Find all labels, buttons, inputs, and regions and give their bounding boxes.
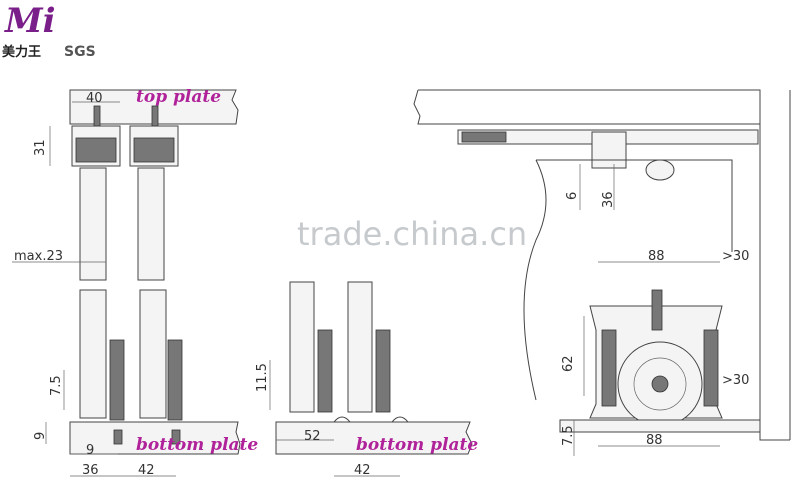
dim-bottom-plate-thick: 9	[33, 432, 48, 440]
guide-2	[167, 339, 183, 421]
track-stopper	[461, 131, 507, 143]
bottom-rail	[559, 419, 761, 433]
watermark-text: trade.china.cn	[297, 215, 527, 253]
dim-right-top-width: 88	[648, 249, 665, 264]
door-outline	[523, 159, 733, 401]
door-lower-1	[79, 289, 107, 419]
dim-right-top-height: 36	[601, 191, 616, 208]
dim-max-gap: max.23	[14, 249, 63, 264]
dim-right-top-gap: 6	[565, 192, 580, 200]
dim-mid-offset: 52	[304, 429, 321, 444]
dim-right-bottom-height: 62	[561, 355, 576, 372]
dim-right-top-side: >30	[722, 249, 749, 264]
roller-2	[133, 137, 175, 163]
pin-2	[171, 429, 181, 445]
screw-2	[151, 105, 159, 127]
mid-clips	[333, 416, 409, 423]
wheel-axle	[651, 375, 669, 393]
dim-bottom-w1: 36	[82, 463, 99, 478]
dim-bottom-w2: 42	[138, 463, 155, 478]
logo-mark: Mi	[4, 1, 56, 41]
top-roller	[645, 159, 675, 181]
dim-mid-height: 11.5	[255, 363, 270, 392]
right-assembly: 6 36 88 >30 62 >30 88 7.5	[413, 89, 791, 456]
roller-1	[75, 137, 117, 163]
label-bottom-plate-left: bottom plate	[136, 435, 258, 455]
mid-guide-1	[317, 329, 333, 413]
door-upper-2	[137, 167, 165, 281]
top-hanger	[591, 131, 627, 169]
pin-1	[113, 429, 123, 445]
bottom-plate-mid	[275, 421, 473, 455]
brand-logo: Mi 美力王 SGS	[2, 1, 96, 60]
side-bracket-right	[703, 329, 719, 407]
door-upper-1	[79, 167, 107, 281]
adjust-screw	[651, 289, 663, 331]
left-assembly: 40 31 max.23 7.5 9 9 36 42 top plate bot…	[12, 87, 258, 478]
guide-1	[109, 339, 125, 421]
side-bracket-left	[601, 329, 617, 407]
logo-chinese-name: 美力王	[2, 44, 41, 60]
dim-bottom-height-left: 7.5	[49, 375, 64, 396]
middle-assembly: 11.5 52 42 bottom plate	[255, 281, 478, 478]
wheel-inner	[633, 357, 687, 411]
cabinet-frame	[418, 89, 791, 441]
dim-right-bottom-width: 88	[646, 433, 663, 448]
dim-right-bottom-base: 7.5	[561, 425, 576, 446]
mid-door-1	[289, 281, 315, 413]
label-bottom-plate-mid: bottom plate	[356, 435, 478, 455]
screw-1	[93, 105, 101, 127]
dim-right-bottom-side: >30	[722, 373, 749, 388]
mid-guide-2	[375, 329, 391, 413]
door-lower-2	[139, 289, 167, 419]
logo-sgs-mark: SGS	[64, 44, 96, 60]
mid-door-2	[347, 281, 373, 413]
dim-top-height: 31	[33, 139, 48, 156]
cabinet-top	[413, 89, 760, 125]
dim-top-width: 40	[86, 91, 103, 106]
dim-mid-width: 42	[354, 463, 371, 478]
label-top-plate: top plate	[136, 87, 221, 107]
dim-bottom-offset: 9	[86, 443, 94, 458]
